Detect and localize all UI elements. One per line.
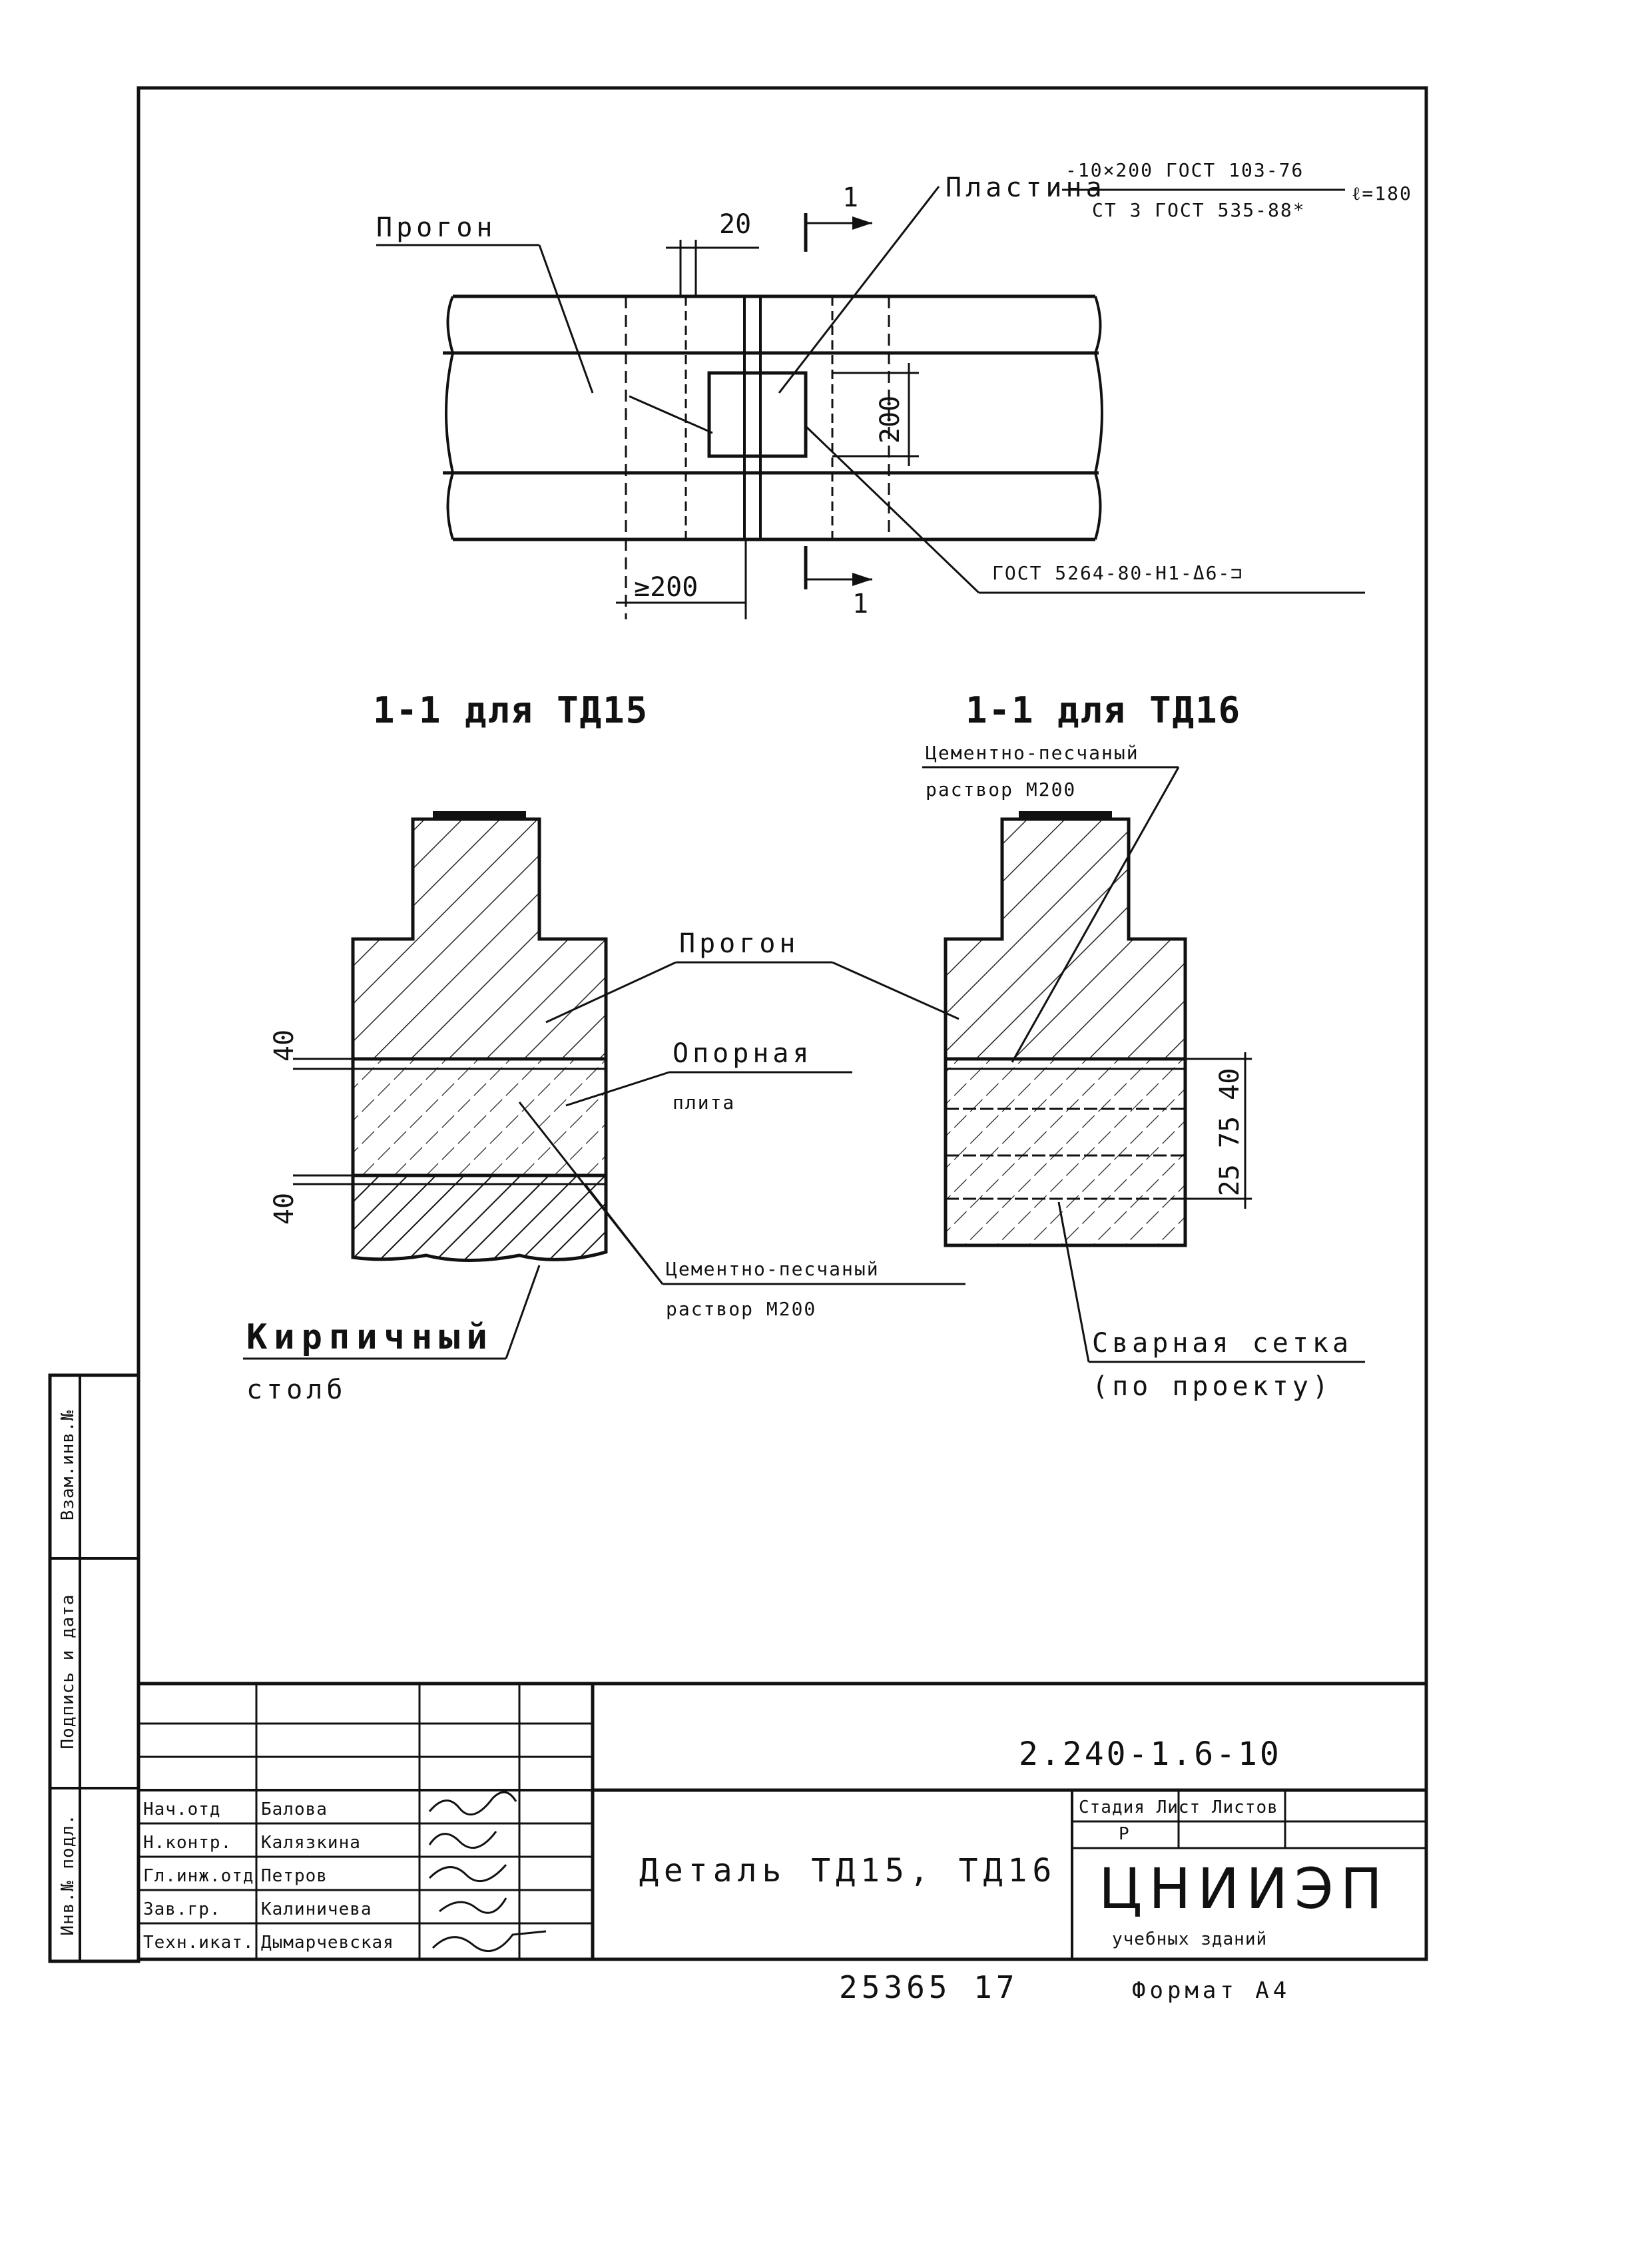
side-stamp-cell2: Подпись и дата [58,1594,78,1749]
mortar-bottom-line1: Цементно-песчаный [666,1258,880,1280]
plan-view: 20 200 ≥200 1 1 Прогон Пластина -10×200 … [376,159,1412,619]
dim-20: 20 [719,209,751,240]
support-line1: Опорная [673,1038,813,1069]
mortar-top-line2: раствор М200 [926,779,1076,801]
organization-sub: учебных зданий [1112,1929,1267,1949]
mortar-bottom-line2: раствор М200 [666,1298,816,1320]
right-section: 25 75 40 [944,811,1252,1247]
section-views: 1-1 для ТД15 1-1 для ТД16 40 40 [243,689,1365,1405]
section-mark-top: 1 [842,182,858,213]
signature-4 [439,1897,507,1914]
signature-1 [428,1791,517,1815]
plate-spec-top: -10×200 ГОСТ 103-76 [1065,159,1304,181]
weld-spec: ГОСТ 5264-80-Н1-Δ6-⊐ [992,562,1243,584]
side-stamp-cell3: Инв.№ подл. [58,1813,78,1935]
row1-name: Балова [261,1799,328,1819]
side-stamp-cell1: Взам.инв.№ [58,1410,78,1521]
progon-label-plan: Прогон [376,212,497,243]
left-section-title: 1-1 для ТД15 [373,689,649,731]
format-label: Формат А4 [1132,1977,1290,2004]
stage-value: Р [1119,1824,1130,1844]
drawing-frame [137,86,1428,1961]
row1-role: Нач.отд [143,1799,221,1819]
signature-2 [428,1831,497,1849]
plate [707,371,808,458]
row5-role: Техн.икат. [143,1933,254,1953]
signature-3 [428,1864,507,1882]
section-mark-bottom: 1 [852,589,868,619]
plate-label: Пластина [946,172,1106,203]
dims-right: 25 75 40 [1215,1068,1245,1197]
dim-40-bottom: 40 [269,1193,300,1225]
archive-number: 25365 17 [839,1969,1019,2005]
plate-length: ℓ=180 [1352,182,1412,204]
mortar-top-line1: Цементно-песчаный [926,742,1139,764]
support-line2: плита [673,1092,735,1114]
stage-header: Стадия Лист Листов [1079,1797,1278,1817]
row2-name: Калязкина [261,1833,361,1853]
right-section-title: 1-1 для ТД16 [965,689,1241,731]
progon-label-section: Прогон [679,928,800,959]
title-block: Нач.отд Балова Н.контр. Калязкина Гл.инж… [138,1684,1426,1959]
row5-name: Дымарчевская [261,1933,394,1953]
row4-name: Калиничева [261,1899,372,1919]
signature-5 [431,1930,547,1952]
dim-200-height: 200 [875,396,906,444]
dim-200-width: ≥200 [634,572,698,603]
mesh-line2: (по проекту) [1092,1371,1332,1402]
left-section: 40 40 [269,811,608,1262]
plate-spec-bottom: СТ 3 ГОСТ 535-88* [1092,199,1306,221]
brick-line2: столб [246,1375,346,1405]
brick-line1: Кирпичный [246,1317,494,1357]
doc-code: 2.240-1.6-10 [1019,1736,1282,1773]
row3-role: Гл.инж.отд [143,1866,254,1886]
row3-name: Петров [261,1866,328,1886]
organization: ЦНИИЭП [1099,1856,1389,1921]
row4-role: Зав.гр. [143,1899,221,1919]
dim-40-top: 40 [269,1030,300,1062]
mesh-line1: Сварная сетка [1092,1328,1352,1359]
drawing-title: Деталь ТД15, ТД16 [639,1852,1057,1889]
row2-role: Н.контр. [143,1833,232,1853]
side-stamp: Взам.инв.№ Подпись и дата Инв.№ подл. [48,1373,140,1963]
